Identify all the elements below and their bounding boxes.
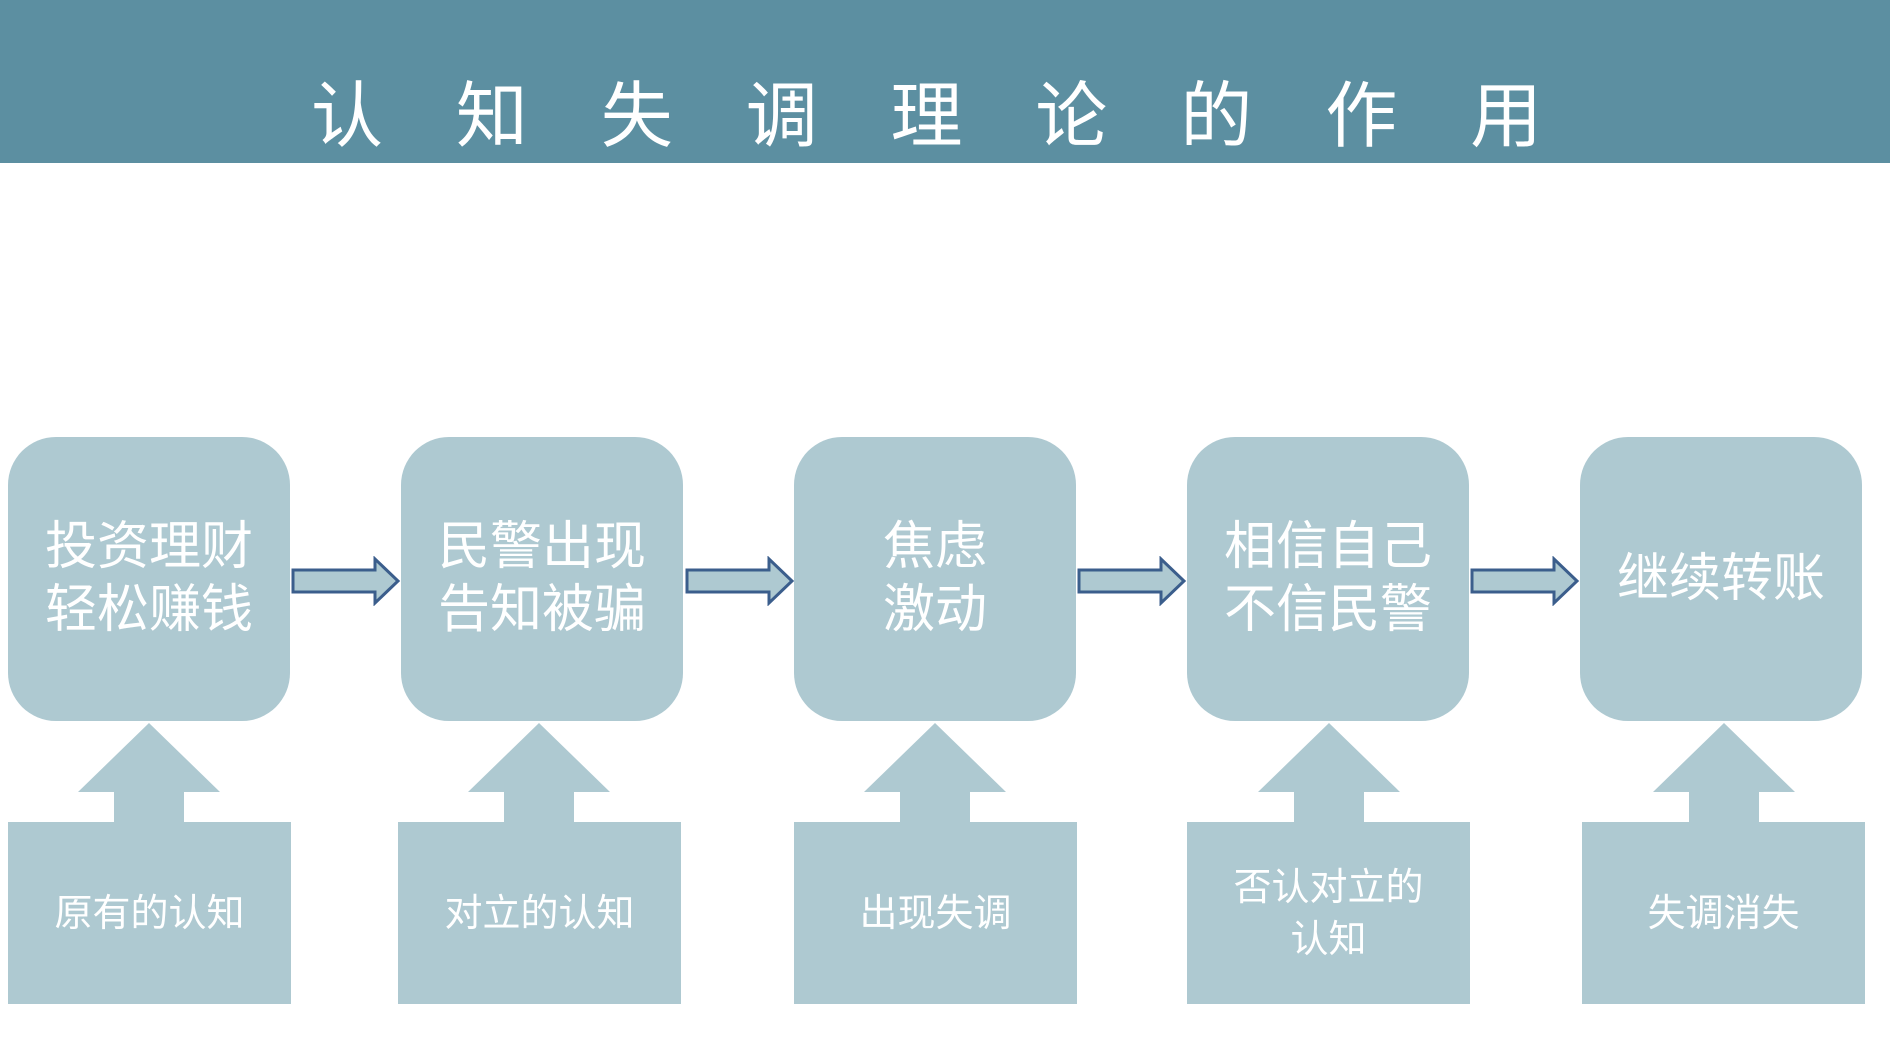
right-arrow-icon [1077, 556, 1187, 606]
cause-2-line-1: 对立的认知 [444, 891, 635, 935]
step-box-2: 民警出现 告知被骗 [401, 437, 683, 721]
step-2-line-1: 民警出现 [437, 517, 646, 577]
right-arrow-icon [685, 556, 795, 606]
step-box-3: 焦虑 激动 [794, 437, 1076, 721]
step-box-4: 相信自己 不信民警 [1187, 437, 1469, 721]
up-arrow-icon [78, 723, 220, 824]
step-box-5: 继续转账 [1580, 437, 1862, 721]
cause-1-line-1: 原有的认知 [54, 891, 245, 935]
up-arrow-icon [1653, 723, 1795, 824]
right-arrow-icon [291, 556, 401, 606]
step-3-line-2: 激动 [882, 580, 987, 640]
header-band: 认 知 失 调 理 论 的 作 用 [0, 0, 1890, 163]
cause-box-5: 失调消失 [1582, 822, 1865, 1004]
step-4-line-1: 相信自己 [1223, 517, 1432, 577]
cause-4-line-2: 认知 [1290, 917, 1367, 961]
cause-3-line-1: 出现失调 [859, 891, 1012, 935]
cause-box-2: 对立的认知 [398, 822, 681, 1004]
up-arrow-icon [1258, 723, 1400, 824]
step-5-line-1: 继续转账 [1616, 548, 1825, 609]
step-2-line-2: 告知被骗 [437, 580, 646, 640]
step-box-1: 投资理财 轻松赚钱 [8, 437, 290, 721]
cause-5-line-1: 失调消失 [1647, 891, 1800, 935]
page-title: 认 知 失 调 理 论 的 作 用 [311, 74, 1543, 158]
up-arrow-icon [864, 723, 1006, 824]
step-1-line-1: 投资理财 [44, 517, 253, 577]
cause-box-3: 出现失调 [794, 822, 1077, 1004]
right-arrow-icon [1470, 556, 1580, 606]
cause-box-1: 原有的认知 [8, 822, 291, 1004]
step-4-line-2: 不信民警 [1223, 580, 1432, 640]
cause-box-4: 否认对立的 认知 [1187, 822, 1470, 1004]
cause-4-line-1: 否认对立的 [1233, 865, 1424, 909]
step-1-line-2: 轻松赚钱 [44, 580, 253, 640]
up-arrow-icon [468, 723, 610, 824]
step-3-line-1: 焦虑 [882, 517, 987, 577]
